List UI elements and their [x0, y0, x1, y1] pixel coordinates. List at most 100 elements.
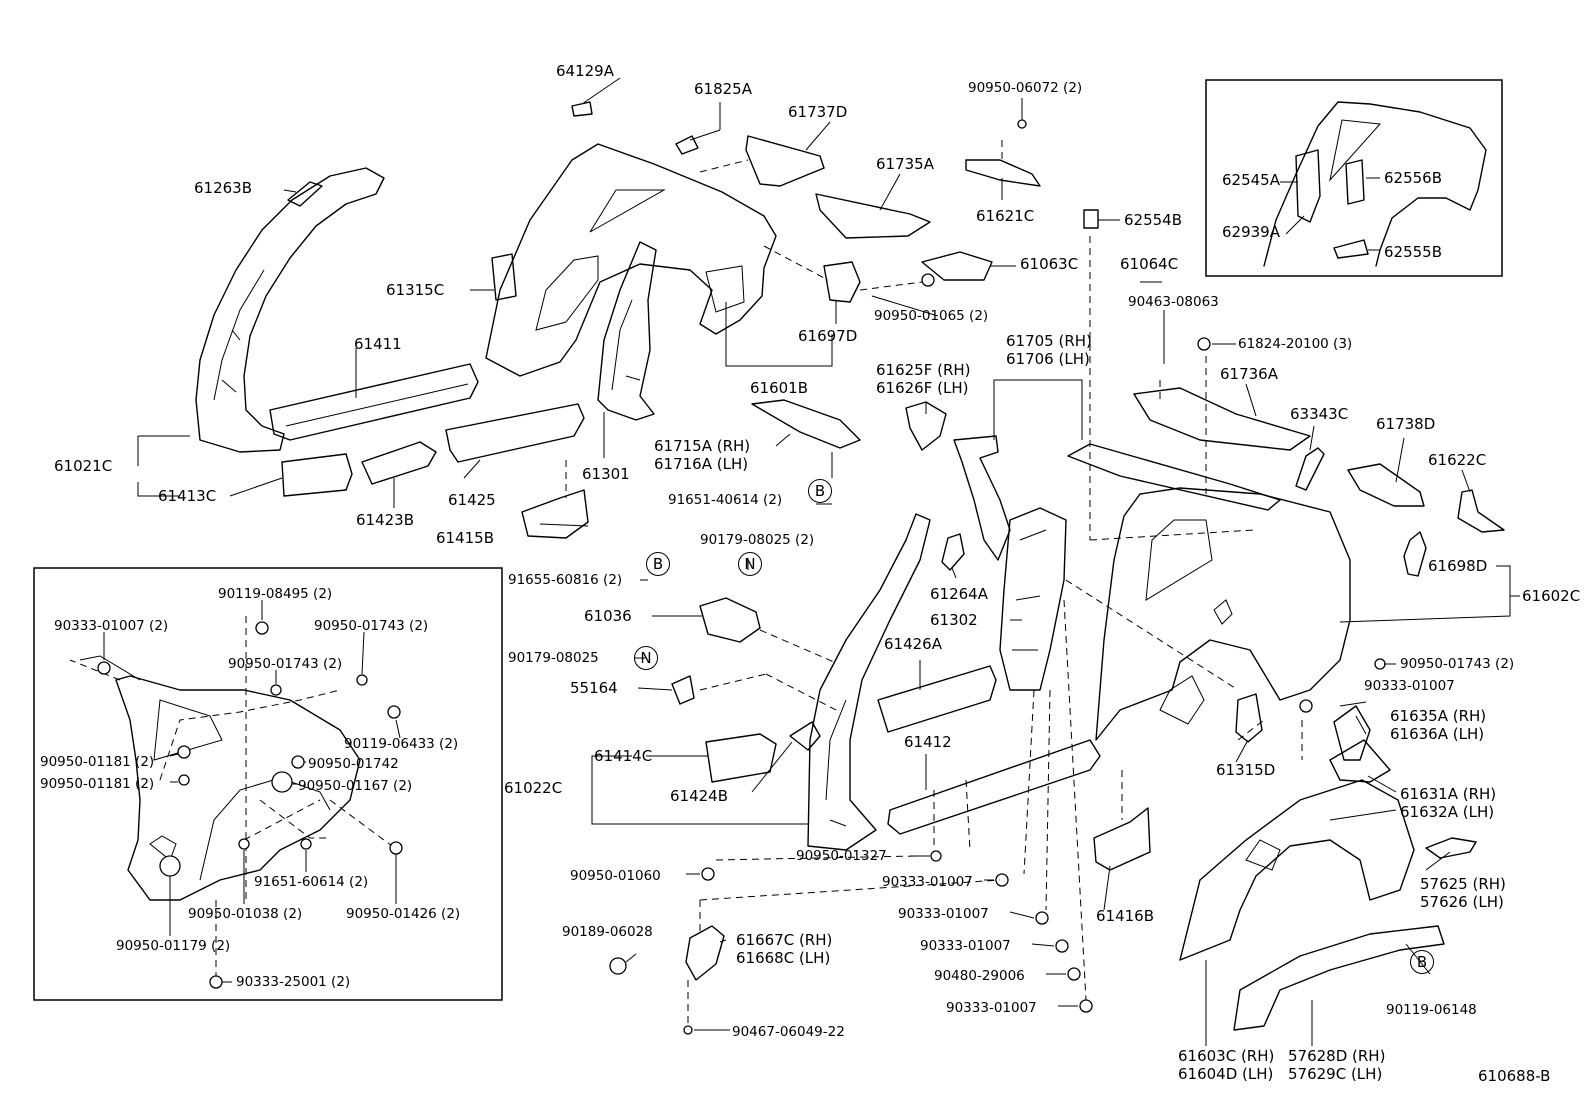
label-61415B: 61415B: [436, 529, 495, 547]
part-61415B-shape: [521, 489, 589, 539]
part-61715A-shape: [751, 399, 861, 449]
fastener-90950-01060: [701, 867, 715, 881]
label-61635A: 61635A (RH): [1390, 707, 1487, 725]
fastener-90950-01327: [930, 850, 942, 862]
roof-rail-63343C: [1067, 443, 1281, 511]
part-55164-shape: [671, 675, 695, 705]
label-90119-08495: 90119-08495 (2): [218, 586, 333, 602]
label-90333-01007-c: 90333-01007: [920, 938, 1011, 954]
part-61738D-shape: [1347, 463, 1425, 507]
label-61425: 61425: [448, 491, 496, 509]
part-61622C-shape: [1457, 489, 1505, 533]
part-61414C-shape: [705, 733, 777, 783]
label-90333-25001: 90333-25001 (2): [236, 974, 351, 990]
label-61302: 61302: [930, 611, 978, 629]
label-90950-01060: 90950-01060: [570, 868, 661, 884]
rocker-panel-61411: [269, 363, 479, 441]
part-61263B-shape: [287, 181, 323, 207]
label-90179-08025-b: 90179-08025: [508, 650, 599, 666]
label-62555B: 62555B: [1384, 243, 1443, 261]
label-90333-01007-r: 90333-01007: [1364, 678, 1455, 694]
label-61424B: 61424B: [670, 787, 729, 805]
inset-top-right-drawing: [1263, 101, 1487, 267]
rocker-inner-61412: [887, 739, 1101, 835]
label-61625F: 61625F (RH): [876, 361, 971, 379]
part-61631A-shape: [1329, 739, 1391, 783]
label-61697D: 61697D: [798, 327, 858, 345]
label-90467-06049-22: 90467-06049-22: [732, 1024, 845, 1040]
label-61668C: 61668C (LH): [736, 949, 831, 967]
part-62554B-shape: [1083, 209, 1099, 229]
label-61601B: 61601B: [750, 379, 809, 397]
label-90950-01167: 90950-01167 (2): [298, 778, 413, 794]
label-61667C: 61667C (RH): [736, 931, 833, 949]
fastener-90333-01007c: [1055, 939, 1069, 953]
part-61063C-shape: [921, 251, 993, 281]
part-61315C-shape: [491, 253, 517, 301]
part-57628D-shape: [1233, 925, 1445, 1031]
part-61621C-shape: [965, 159, 1041, 187]
fastener-90333-01007d: [1079, 999, 1093, 1013]
front-pillar-61021C: [195, 167, 385, 453]
label-61063C: 61063C: [1020, 255, 1079, 273]
label-90950-01181-a: 90950-01181 (2): [40, 754, 155, 770]
label-90950-01743-inset-b: 90950-01743 (2): [228, 656, 343, 672]
diagram-ref-label: 610688-B: [1478, 1067, 1551, 1085]
label-61626F: 61626F (LH): [876, 379, 969, 397]
leader-lines: [137, 77, 1520, 1046]
label-61021C: 61021C: [54, 457, 113, 475]
label-63343C: 63343C: [1290, 405, 1349, 423]
label-61426A: 61426A: [884, 635, 942, 653]
label-61706: 61706 (LH): [1006, 350, 1090, 368]
part-61698D-shape: [1403, 531, 1427, 577]
part-61635A-shape: [1333, 705, 1371, 761]
fastener-90950-06072: [1017, 119, 1027, 129]
label-90950-01181-b: 90950-01181 (2): [40, 776, 155, 792]
fastener-90333-01007a: [995, 873, 1009, 887]
label-57625: 57625 (RH): [1420, 875, 1506, 893]
part-61424B-shape: [789, 721, 821, 751]
fastener-90189-06028: [609, 957, 627, 975]
label-57629C: 57629C (LH): [1288, 1065, 1383, 1083]
label-61413C: 61413C: [158, 487, 217, 505]
label-90480-29006: 90480-29006: [934, 968, 1025, 984]
label-61411: 61411: [354, 335, 402, 353]
label-61416B: 61416B: [1096, 907, 1155, 925]
label-61825A: 61825A: [694, 80, 752, 98]
label-62556B: 62556B: [1384, 169, 1443, 187]
label-61301: 61301: [582, 465, 630, 483]
label-61716A: 61716A (LH): [654, 455, 749, 473]
marker-b-91655: B: [646, 552, 670, 576]
inset-frame-left: [33, 567, 503, 1001]
front-lower-pillar-61022C: [807, 513, 931, 851]
label-90463-08063: 90463-08063: [1128, 294, 1219, 310]
quarter-panel-61602C: [1095, 487, 1351, 741]
label-61738D: 61738D: [1376, 415, 1436, 433]
label-90119-06433: 90119-06433 (2): [344, 736, 459, 752]
label-61735A: 61735A: [876, 155, 934, 173]
wheelhouse-inner-61603C: [1179, 779, 1415, 961]
fastener-61824-20100: [1197, 337, 1211, 351]
label-61064C: 61064C: [1120, 255, 1179, 273]
label-61315C: 61315C: [386, 281, 445, 299]
part-61737D-shape: [745, 135, 825, 187]
label-90333-01007-d: 90333-01007: [946, 1000, 1037, 1016]
marker-n-90179b: N: [634, 646, 658, 670]
part-61825A-shape: [675, 135, 699, 155]
label-91651-60614: 91651-60614 (2): [254, 874, 369, 890]
part-61667C-shape: [685, 925, 725, 981]
part-61736A-shape: [1133, 387, 1311, 451]
marker-b-91651: B: [808, 479, 832, 503]
label-61264A: 61264A: [930, 585, 988, 603]
label-57628D: 57628D (RH): [1288, 1047, 1386, 1065]
label-61602C: 61602C: [1522, 587, 1581, 605]
label-90333-01007-inset: 90333-01007 (2): [54, 618, 169, 634]
label-61622C: 61622C: [1428, 451, 1487, 469]
label-91655-60816: 91655-60816 (2): [508, 572, 623, 588]
label-61632A: 61632A (LH): [1400, 803, 1495, 821]
part-61036-shape: [699, 597, 761, 643]
inset-frame-top-right: [1205, 79, 1503, 277]
fastener-90950-01743r: [1374, 658, 1386, 670]
label-90950-01743-inset-a: 90950-01743 (2): [314, 618, 429, 634]
